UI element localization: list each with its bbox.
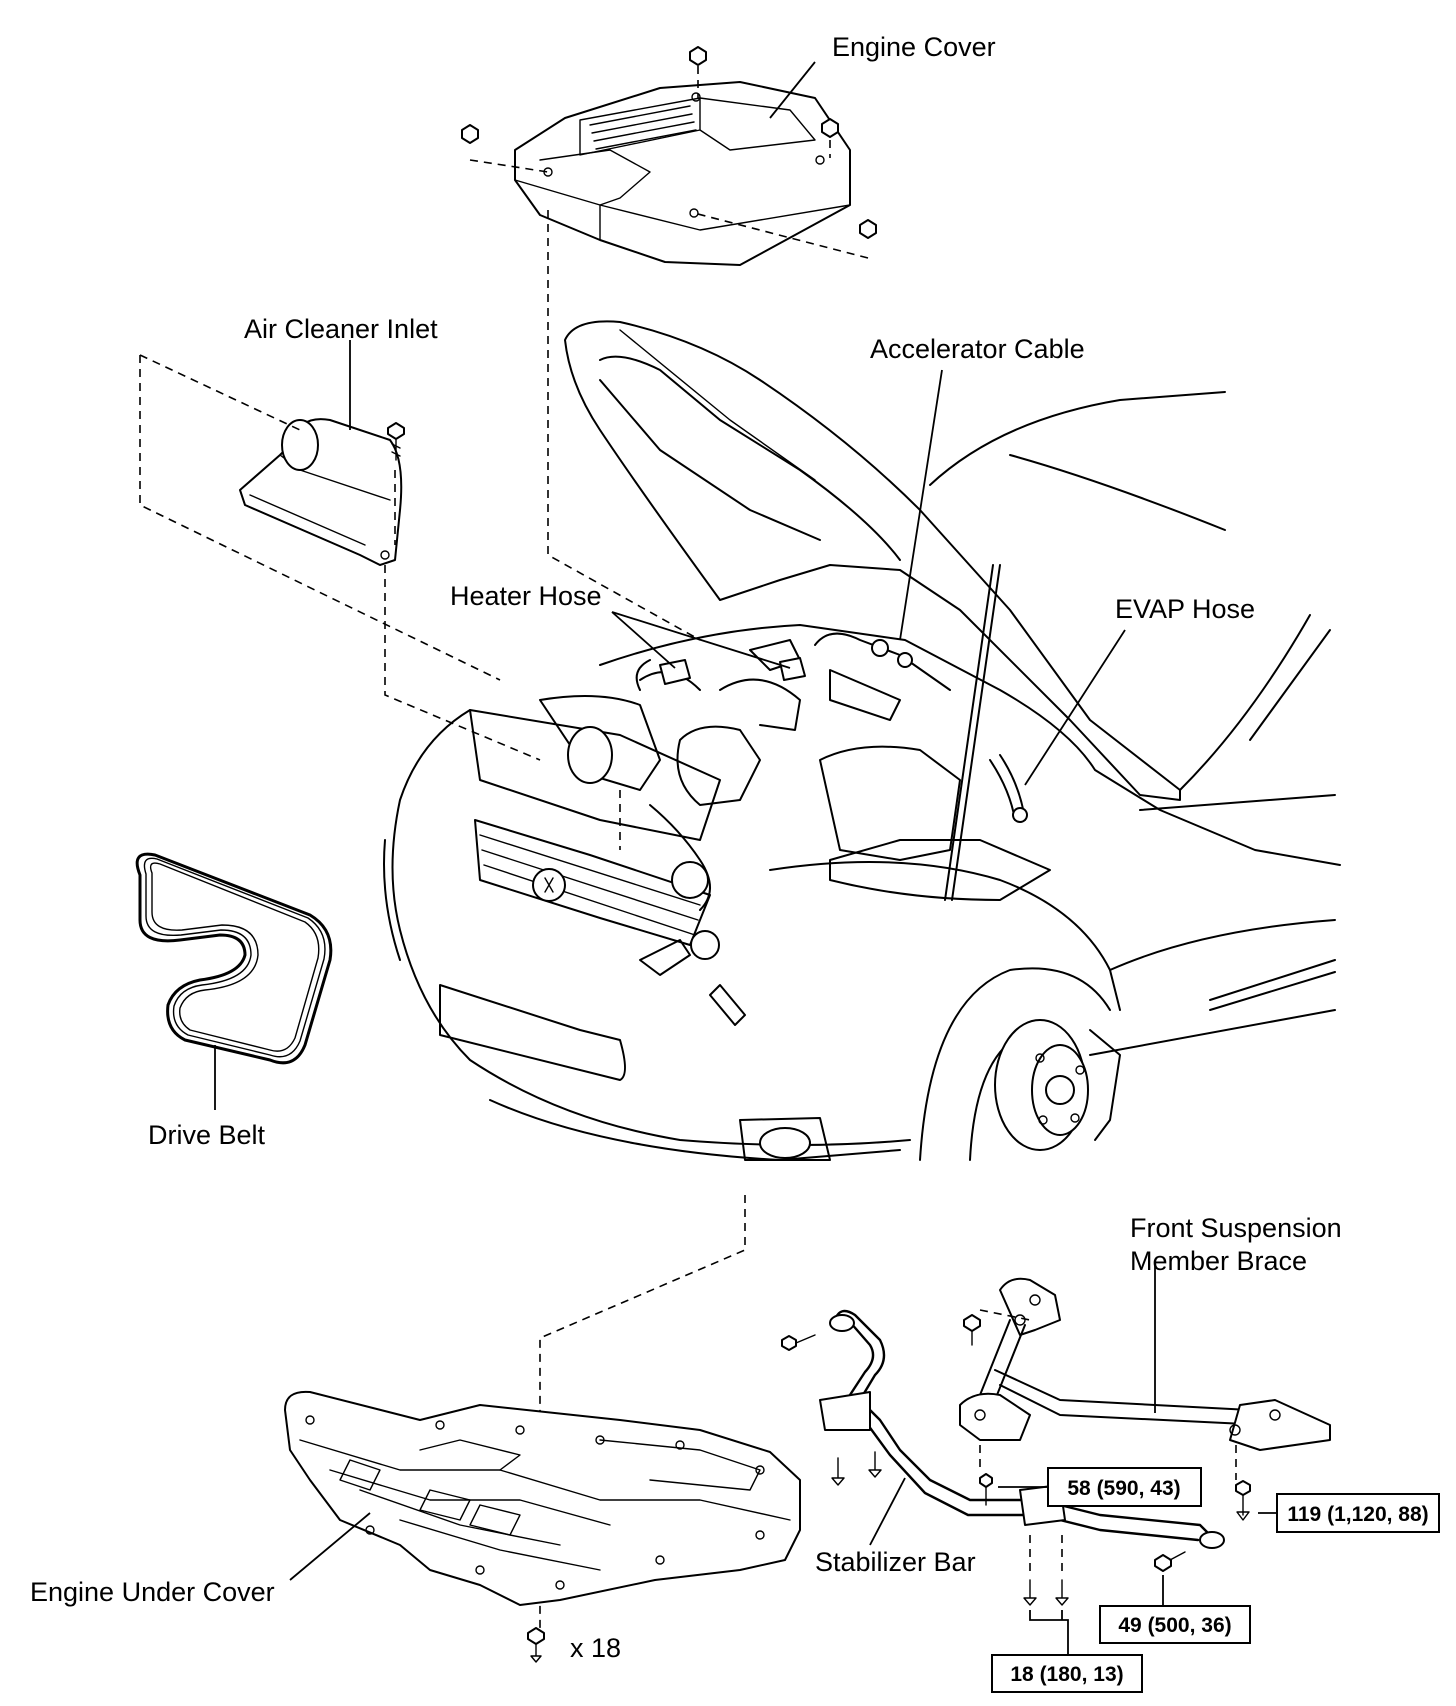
air-cleaner-bolt: [387, 422, 405, 461]
stabilizer-bolts: [781, 1334, 1186, 1606]
engine-cover-leader: [769, 61, 816, 119]
torque-spec-member-brace-left: 58 (590, 43): [998, 1467, 1202, 1507]
torque-spec-stabilizer-bushing: 18 (180, 13): [991, 1610, 1143, 1693]
heater-hose-leader-left: [611, 611, 676, 669]
engine-cover: [514, 81, 851, 266]
drive-belt: [135, 852, 333, 1065]
torque-spec-member-brace-right: 119 (1,120, 88): [1258, 1493, 1440, 1533]
stabilizer-bar-leader: [869, 1477, 906, 1546]
stabilizer-bar-label: Stabilizer Bar: [815, 1547, 976, 1577]
torque-value: 18 (180, 13): [1010, 1663, 1123, 1686]
front-suspension-member-brace: [959, 1277, 1331, 1451]
torque-value: 49 (500, 36): [1118, 1614, 1231, 1637]
car-body: [383, 320, 1341, 1161]
engine-under-cover: [284, 1390, 801, 1606]
engine-under-cover-label: Engine Under Cover: [30, 1577, 275, 1607]
under-cover-bolt: [527, 1627, 545, 1663]
drive-belt-label: Drive Belt: [148, 1120, 266, 1150]
heater-hose-label: Heater Hose: [450, 581, 602, 611]
heater-hose-leader-right: [611, 611, 791, 669]
engine-cover-dashes: [469, 66, 869, 641]
engine-cover-label: Engine Cover: [832, 32, 996, 62]
engine-cover-nuts: [461, 46, 877, 239]
air-cleaner-inlet-label: Air Cleaner Inlet: [244, 314, 438, 344]
air-cleaner-dashes: [139, 354, 541, 761]
accelerator-cable-leader: [899, 369, 943, 641]
member-brace-label-line1: Front Suspension: [1130, 1213, 1342, 1243]
torque-value: 119 (1,120, 88): [1287, 1503, 1428, 1526]
evap-hose-label: EVAP Hose: [1115, 594, 1255, 624]
torque-value: 58 (590, 43): [1067, 1477, 1180, 1500]
stabilizer-bar: [819, 1309, 1225, 1549]
air-cleaner-inlet: [239, 418, 403, 566]
member-brace-label-line2: Member Brace: [1130, 1246, 1307, 1276]
brace-bolts: [963, 1309, 1251, 1521]
bolt-count-label: x 18: [570, 1633, 621, 1663]
torque-spec-stabilizer-bracket: 49 (500, 36): [1099, 1575, 1251, 1644]
engine-under-cover-leader: [289, 1512, 371, 1581]
accelerator-cable-label: Accelerator Cable: [870, 334, 1085, 364]
evap-hose-leader: [1024, 629, 1126, 786]
